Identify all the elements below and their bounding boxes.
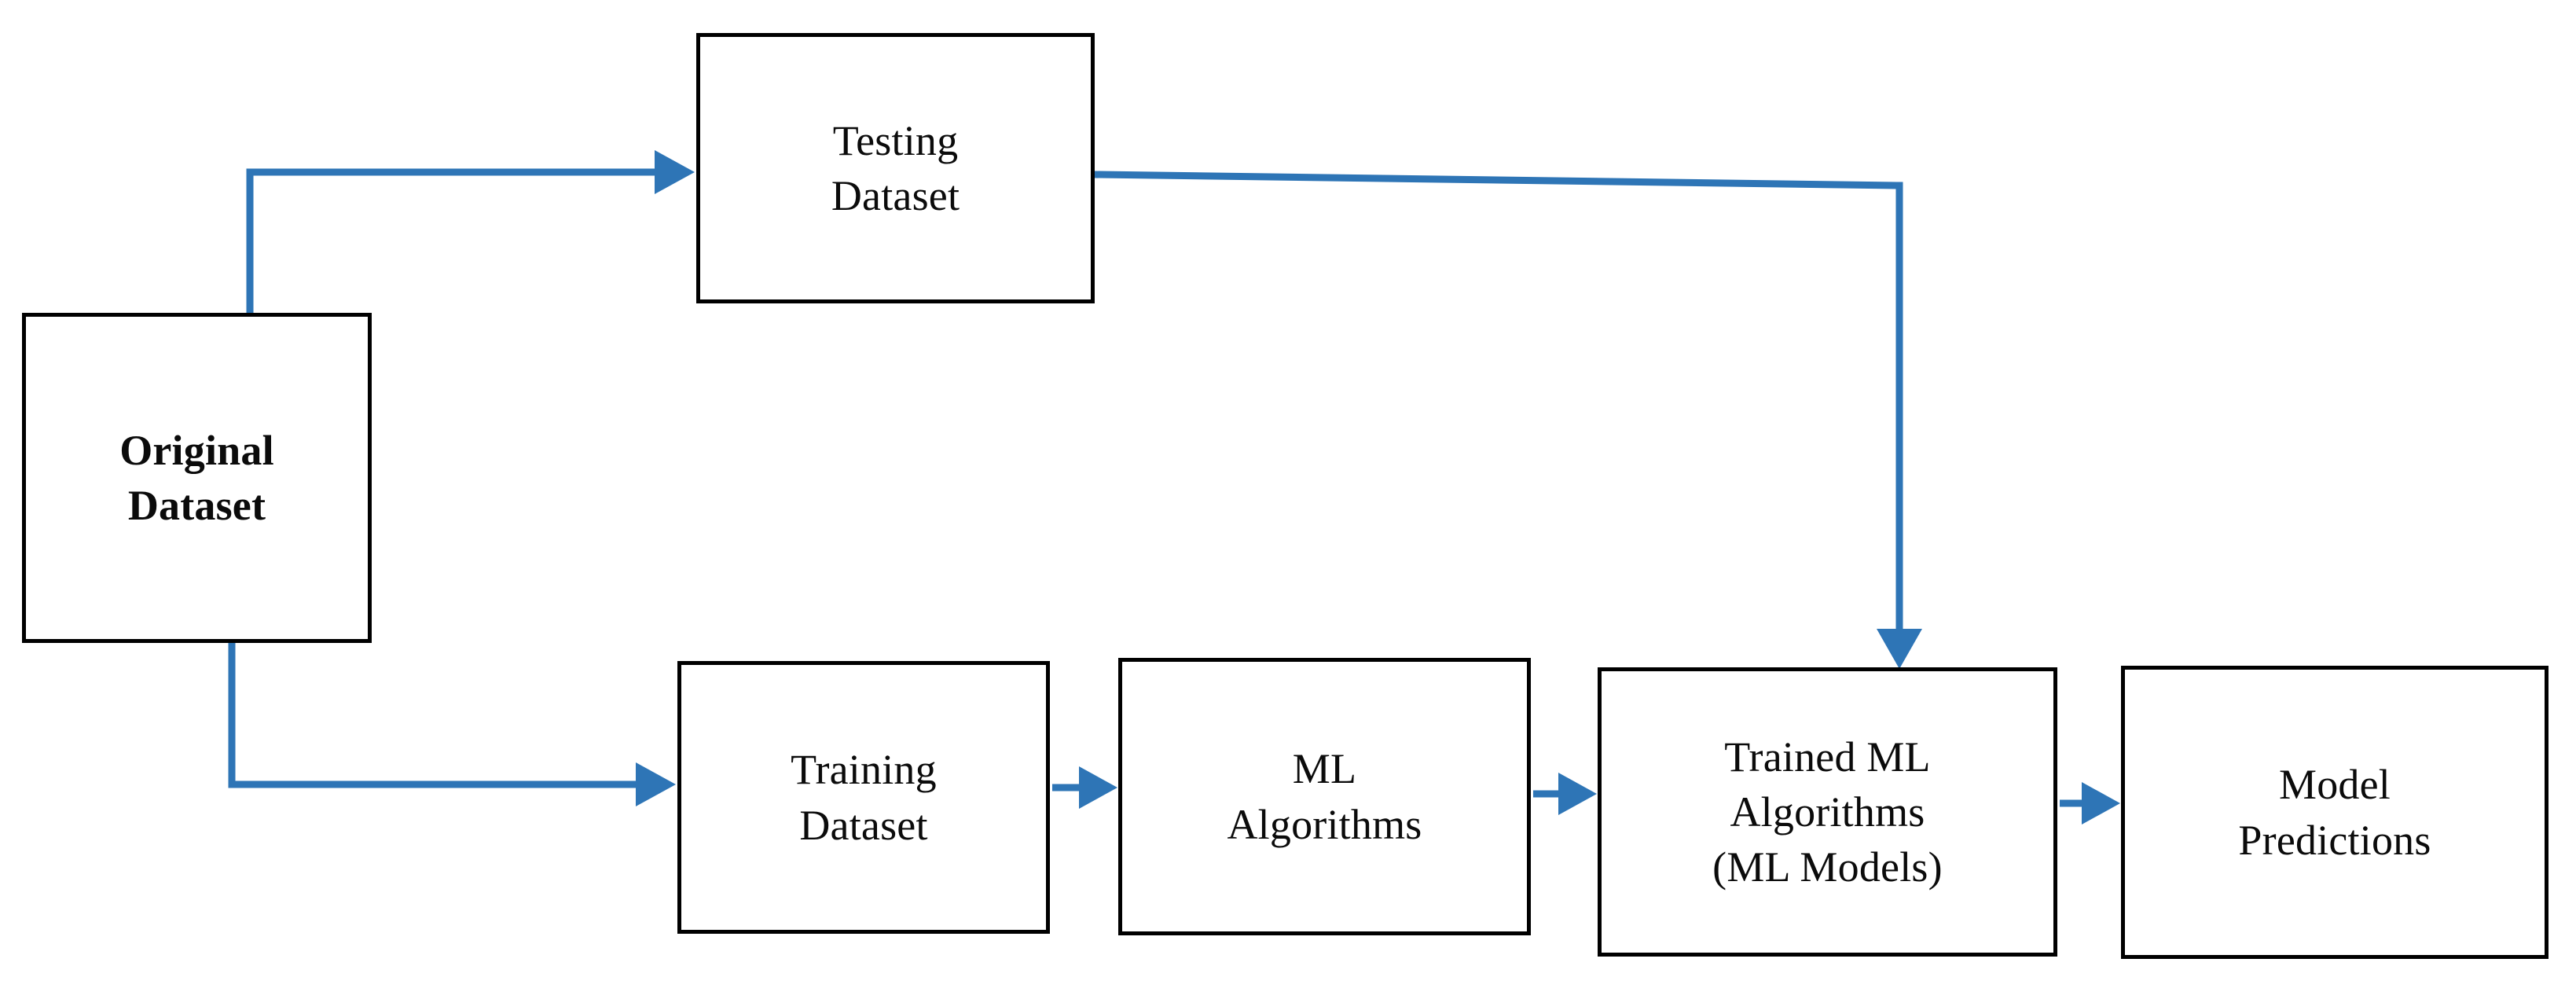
edge-ml-algorithms-to-trained [1533, 773, 1597, 815]
arrowhead-right-icon [1079, 766, 1117, 809]
arrowhead-right-icon [2082, 782, 2120, 825]
node-testing-dataset[interactable]: Testing Dataset [696, 33, 1095, 303]
node-label-original-dataset: Original Dataset [119, 426, 274, 529]
node-label-training-dataset: Training Dataset [791, 746, 937, 849]
arrowhead-down-icon [1877, 629, 1922, 669]
node-training-dataset[interactable]: Training Dataset [677, 661, 1050, 934]
arrowhead-right-icon [1558, 773, 1597, 815]
edge-testing-to-trained [1094, 171, 1922, 669]
node-ml-algorithms[interactable]: ML Algorithms [1118, 658, 1531, 935]
node-model-predictions[interactable]: Model Predictions [2121, 666, 2548, 959]
node-label-trained-ml-algorithms: Trained ML Algorithms (ML Models) [1712, 733, 1943, 891]
edge-original-to-training [228, 643, 676, 806]
node-label-model-predictions: Model Predictions [2238, 761, 2431, 864]
arrowhead-right-icon [636, 762, 676, 806]
node-original-dataset[interactable]: Original Dataset [22, 313, 372, 643]
edge-original-to-testing [246, 150, 695, 313]
node-trained-ml-algorithms[interactable]: Trained ML Algorithms (ML Models) [1598, 667, 2057, 957]
arrowhead-right-icon [655, 150, 695, 194]
edge-trained-to-predictions [2060, 782, 2120, 825]
node-label-testing-dataset: Testing Dataset [831, 116, 960, 219]
node-label-ml-algorithms: ML Algorithms [1227, 745, 1422, 848]
edge-training-to-ml-algorithms [1052, 766, 1117, 809]
